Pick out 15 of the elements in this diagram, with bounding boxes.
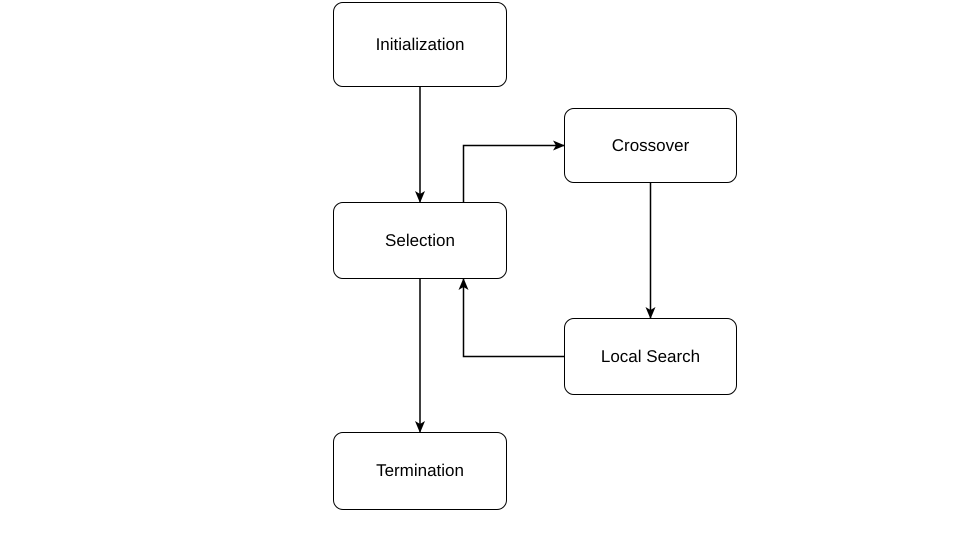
arrow <box>462 140 565 202</box>
arrow <box>415 279 425 433</box>
process-box <box>564 318 737 395</box>
box-label: Initialization <box>376 34 464 54</box>
box-label: Termination <box>376 461 464 481</box>
arrow <box>646 183 656 319</box>
arrow <box>458 278 564 358</box>
arrow <box>415 87 425 203</box>
process-box <box>564 108 737 183</box>
box-label: Crossover <box>612 136 690 156</box>
box-label: Local Search <box>600 346 700 366</box>
process-box <box>333 202 507 279</box>
process-box <box>333 432 507 510</box>
box-label: Selection <box>385 230 455 250</box>
process-box <box>333 2 507 87</box>
